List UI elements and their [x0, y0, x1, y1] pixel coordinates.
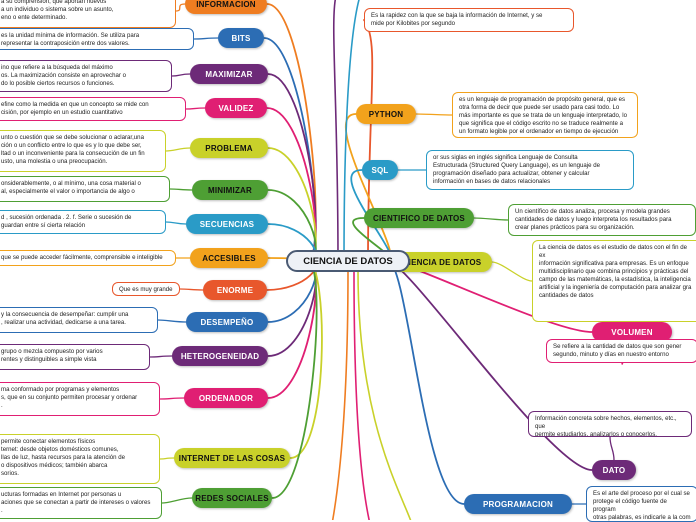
connector-line: [473, 217, 509, 221]
connector-line: [161, 497, 193, 504]
topic-node-volumen[interactable]: VOLUMEN: [592, 322, 672, 342]
connector-line: [175, 3, 186, 12]
topic-node-secuencias[interactable]: SECUENCIAS: [186, 214, 268, 234]
description-box: onsiderablemente, o al mínimo, una cosa …: [0, 176, 170, 202]
connector-line: [179, 288, 204, 291]
topic-node-minimizar[interactable]: MINIMIZAR: [192, 180, 268, 200]
topic-node-redes-sociales[interactable]: REDES SOCIALES: [192, 488, 272, 508]
connector-line: [331, 270, 349, 520]
topic-node-informacion[interactable]: INFORMACION: [185, 0, 267, 14]
topic-node-validez[interactable]: VALIDEZ: [205, 98, 267, 118]
connector-line: [185, 107, 206, 110]
topic-node-ordenador[interactable]: ORDENADOR: [184, 388, 268, 408]
topic-node-bits[interactable]: BITS: [218, 28, 264, 48]
topic-node-python[interactable]: PYTHON: [356, 104, 416, 124]
connector-line: [159, 397, 185, 400]
description-box: unto o cuestión que se debe solucionar o…: [0, 130, 166, 172]
topic-node-internet-de-las-cosas[interactable]: INTERNET DE LAS COSAS: [174, 448, 290, 468]
connector-line: [353, 270, 370, 520]
connector-line: [387, 260, 465, 505]
description-box: ucturas formadas en Internet por persona…: [0, 487, 162, 519]
topic-node-programacion[interactable]: PROGRAMACION: [464, 494, 572, 514]
topic-node-heterogeneidad[interactable]: HETEROGENEIDAD: [172, 346, 268, 366]
description-box: Se refiere a la cantidad de datos que so…: [546, 339, 696, 363]
connector-line: [149, 355, 173, 358]
connector-line: [332, 0, 339, 262]
description-box: ino que refiere a la búsqueda del máximo…: [0, 60, 172, 92]
connector-line: [157, 319, 187, 323]
connector-line: [609, 436, 615, 461]
central-topic[interactable]: CIENCIA DE DATOS: [286, 250, 410, 272]
description-box: es un lenguaje de programación de propós…: [452, 92, 638, 138]
description-box: Es la rapidez con la que se baja la info…: [364, 8, 574, 32]
description-box: grupo o mezcla compuesto por varios rent…: [0, 344, 150, 370]
connector-line: [271, 260, 318, 499]
topic-node-ciencia-de-datos[interactable]: CIENCIA DE DATOS: [392, 252, 492, 272]
connector-line: [159, 457, 175, 460]
topic-node-maximizar[interactable]: MAXIMIZAR: [190, 64, 268, 84]
description-box: ma conformado por programas y elementos …: [0, 382, 160, 416]
description-box: Es el arte del proceso por el cual se pr…: [586, 486, 696, 522]
topic-node-desempe-o[interactable]: DESEMPEÑO: [186, 312, 268, 332]
description-box: Información concreta sobre hechos, eleme…: [528, 411, 692, 437]
description-box: Que es muy grande: [112, 282, 180, 296]
description-box: permite conectar elementos físicos terne…: [0, 434, 160, 484]
description-box: a su comprensión, que aportan nuevos a u…: [0, 0, 176, 28]
connector-line: [169, 188, 193, 191]
description-box: que se puede acceder fácilmente, compren…: [0, 250, 176, 266]
connector-line: [267, 260, 317, 357]
connector-line: [171, 73, 191, 77]
connector-line: [491, 261, 533, 282]
connector-line: [193, 37, 219, 40]
connector-line: [267, 73, 317, 262]
description-box: es la unidad mínima de información. Se u…: [0, 28, 194, 50]
description-box: efine como la medida en que un concepto …: [0, 97, 186, 121]
connector-line: [343, 0, 360, 262]
description-box: d , sucesión ordenada . 2. f. Serie o su…: [0, 210, 166, 234]
topic-node-accesibles[interactable]: ACCESIBLES: [190, 248, 268, 268]
topic-node-problema[interactable]: PROBLEMA: [190, 138, 268, 158]
description-box: La ciencia de datos es el estudio de dat…: [532, 240, 696, 322]
connector-line: [357, 270, 412, 520]
description-box: Un científico de datos analiza, procesa …: [508, 204, 696, 236]
description-box: or sus siglas en inglés significa Lengua…: [426, 150, 634, 190]
connector-line: [267, 260, 317, 399]
topic-node-cientifico-de-datos[interactable]: CIENTIFICO DE DATOS: [364, 208, 474, 228]
topic-node-sql[interactable]: SQL: [362, 160, 398, 180]
connector-line: [266, 107, 317, 262]
topic-node-enorme[interactable]: ENORME: [203, 280, 267, 300]
description-box: y la consecuencia de desempeñar: cumplir…: [0, 307, 158, 333]
connector-line: [165, 221, 187, 225]
connector-line: [415, 113, 453, 116]
connector-line: [267, 147, 317, 262]
connector-line: [165, 147, 191, 152]
topic-node-dato[interactable]: DATO: [592, 460, 636, 480]
